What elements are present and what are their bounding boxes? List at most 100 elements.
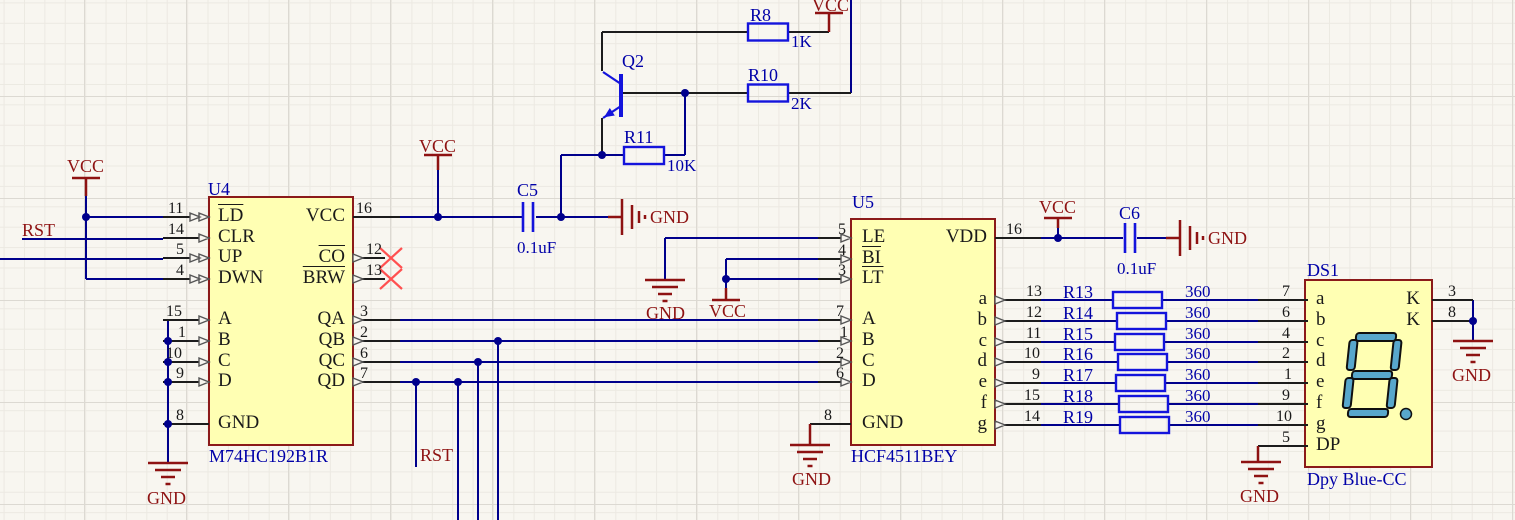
r16-value[interactable]: 360 [1185,344,1211,363]
pin-number: 11 [1026,325,1042,342]
seven-segment-digit [1341,332,1403,418]
u4-body[interactable] [208,196,354,446]
r8-designator[interactable]: R8 [750,5,772,25]
r19-value[interactable]: 360 [1185,407,1211,426]
u5-part-number[interactable]: HCF4511BEY [851,446,958,466]
r18-designator[interactable]: R18 [1063,386,1094,406]
gnd-power-label[interactable]: GND [1452,365,1491,385]
pin-number: 8 [176,407,184,424]
wire[interactable] [0,0,1474,520]
c6-value[interactable]: 0.1uF [1117,259,1157,278]
rst-net-label[interactable]: RST [22,220,56,240]
c5-value[interactable]: 0.1uF [517,238,557,257]
resistor-r16[interactable] [1116,352,1169,372]
pin-number: 12 [366,241,382,258]
r18-value[interactable]: 360 [1185,386,1211,405]
r10-designator[interactable]: R10 [748,65,779,85]
pin-name: c [978,330,987,351]
resistor-r14[interactable] [1115,311,1168,331]
resistor-r11[interactable] [622,145,666,166]
gnd-power-label[interactable]: GND [792,469,831,489]
pin-name: a [1316,288,1325,309]
pin-number: 8 [824,407,832,424]
power-port-symbols[interactable] [72,11,1493,486]
r13-designator[interactable]: R13 [1063,282,1094,302]
r15-designator[interactable]: R15 [1063,324,1094,344]
pin-number: 5 [1282,429,1290,446]
pin-number: 2 [836,345,844,362]
pin-number: 5 [838,221,846,238]
r16-designator[interactable]: R16 [1063,344,1094,364]
r17-designator[interactable]: R17 [1063,365,1094,385]
vcc-power-label[interactable]: VCC [67,156,105,176]
resistor-r10[interactable] [746,83,790,103]
gnd-power-label[interactable]: GND [646,303,685,323]
u5-body[interactable] [850,218,996,446]
resistor-r15[interactable] [1113,332,1166,352]
ds1-part-number[interactable]: Dpy Blue-CC [1307,469,1407,489]
u4-part-number[interactable]: M74HC192B1R [209,446,329,466]
r14-value[interactable]: 360 [1185,303,1211,322]
r19-designator[interactable]: R19 [1063,407,1094,427]
pin-name: DP [1316,434,1341,455]
pin-number: 9 [1032,366,1040,383]
gnd-power-label[interactable]: GND [147,488,186,508]
emitter-arrow-icon [604,108,615,118]
pin-number: 1 [178,324,186,341]
r14-designator[interactable]: R14 [1063,303,1094,323]
pin-name: c [1316,330,1325,351]
capacitor-c6[interactable] [1123,223,1137,253]
r11-value[interactable]: 10K [667,156,697,175]
vcc-power-label[interactable]: VCC [709,301,747,321]
gnd-power-label[interactable]: GND [650,207,689,227]
pin-name: UP [218,246,243,267]
pin-name: CLR [218,226,255,247]
pin-arrow-icon [189,211,1007,431]
pin-number: 13 [1026,283,1042,300]
vcc-power-label[interactable]: VCC [812,0,850,15]
ds1-designator[interactable]: DS1 [1307,260,1340,280]
pin-name: QA [317,308,345,329]
r10-value[interactable]: 2K [791,94,812,113]
pin-name: B [862,329,875,350]
gnd-power-label[interactable]: GND [1240,486,1279,506]
pin-number: 12 [1026,304,1042,321]
pin-name: b [977,309,988,330]
rst-net-label[interactable]: RST [420,445,454,465]
q2-designator[interactable]: Q2 [622,51,644,71]
resistor-r19[interactable] [1118,415,1171,435]
r15-value[interactable]: 360 [1185,324,1211,343]
pin-name: GND [862,412,904,433]
transistor-q2[interactable] [602,71,623,119]
pin-number: 4 [838,242,846,259]
r11-designator[interactable]: R11 [624,127,654,147]
u5-designator[interactable]: U5 [852,192,874,212]
gnd-power-label[interactable]: GND [1208,228,1247,248]
pin-number: 14 [168,221,184,238]
pin-name: K [1406,309,1420,330]
resistor-r17[interactable] [1114,373,1167,393]
r17-value[interactable]: 360 [1185,365,1211,384]
c6-designator[interactable]: C6 [1119,203,1141,223]
resistor-r18[interactable] [1117,394,1170,414]
u4-designator[interactable]: U4 [208,179,230,199]
pin-name: DWN [218,267,264,288]
capacitor-c5[interactable] [521,202,535,232]
pin-number: 6 [1282,304,1290,321]
pin-number: 2 [360,324,368,341]
resistor-r13[interactable] [1111,290,1164,310]
pin-name: GND [218,412,260,433]
pin-name: C [218,350,231,371]
c5-designator[interactable]: C5 [517,180,539,200]
pin-number: 10 [1024,345,1040,362]
vcc-power-label[interactable]: VCC [1039,197,1077,217]
pin-number: 1 [1284,366,1292,383]
pin-name: a [978,288,987,309]
resistor-r8[interactable] [746,22,790,42]
pin-name: K [1406,288,1420,309]
r8-value[interactable]: 1K [791,32,812,51]
vcc-power-label[interactable]: VCC [419,136,457,156]
r13-value[interactable]: 360 [1185,282,1211,301]
